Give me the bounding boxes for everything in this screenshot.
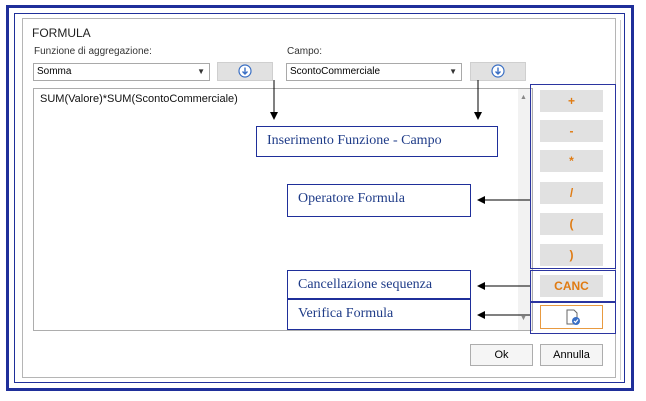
ok-button[interactable]: Ok: [470, 344, 533, 366]
field-select[interactable]: ScontoCommerciale ▼: [286, 63, 462, 81]
down-arrow-circle-icon: [491, 64, 505, 78]
chevron-down-icon: ▼: [449, 67, 457, 76]
operator-plus-button[interactable]: +: [540, 90, 603, 112]
verify-document-icon: [566, 309, 580, 325]
operator-minus-button[interactable]: -: [540, 120, 603, 142]
operator-multiply-button[interactable]: *: [540, 150, 603, 172]
field-value: ScontoCommerciale: [290, 66, 381, 77]
operator-group-box: [530, 84, 616, 269]
clear-sequence-button[interactable]: CANC: [540, 275, 603, 297]
scroll-down-icon[interactable]: ▼: [520, 315, 527, 322]
insert-function-button[interactable]: [217, 62, 273, 81]
background-window-edge: [620, 20, 621, 380]
operator-divide-button[interactable]: /: [540, 182, 603, 204]
callout-clear: Cancellazione sequenza: [287, 270, 471, 299]
verify-formula-button[interactable]: [540, 305, 603, 329]
insert-field-button[interactable]: [470, 62, 526, 81]
inner-frame: [14, 13, 625, 383]
aggregation-value: Somma: [37, 66, 72, 77]
down-arrow-circle-icon: [238, 64, 252, 78]
operator-close-paren-button[interactable]: ): [540, 244, 603, 266]
dialog-title: FORMULA: [32, 26, 91, 40]
scroll-up-icon[interactable]: ▲: [520, 94, 527, 101]
formula-text: SUM(Valore)*SUM(ScontoCommerciale): [40, 93, 238, 105]
operator-open-paren-button[interactable]: (: [540, 213, 603, 235]
aggregation-select[interactable]: Somma ▼: [33, 63, 210, 81]
aggregation-label: Funzione di aggregazione:: [34, 46, 152, 57]
callout-verify: Verifica Formula: [287, 299, 471, 330]
callout-operator: Operatore Formula: [287, 184, 471, 217]
field-label: Campo:: [287, 46, 323, 57]
callout-insert: Inserimento Funzione - Campo: [256, 126, 498, 157]
cancel-button[interactable]: Annulla: [540, 344, 603, 366]
chevron-down-icon: ▼: [197, 67, 205, 76]
editor-scrollbar[interactable]: [518, 89, 532, 330]
outer-frame: [6, 5, 634, 391]
cancel-group-box: [530, 270, 616, 302]
verify-group-box: [530, 302, 616, 334]
